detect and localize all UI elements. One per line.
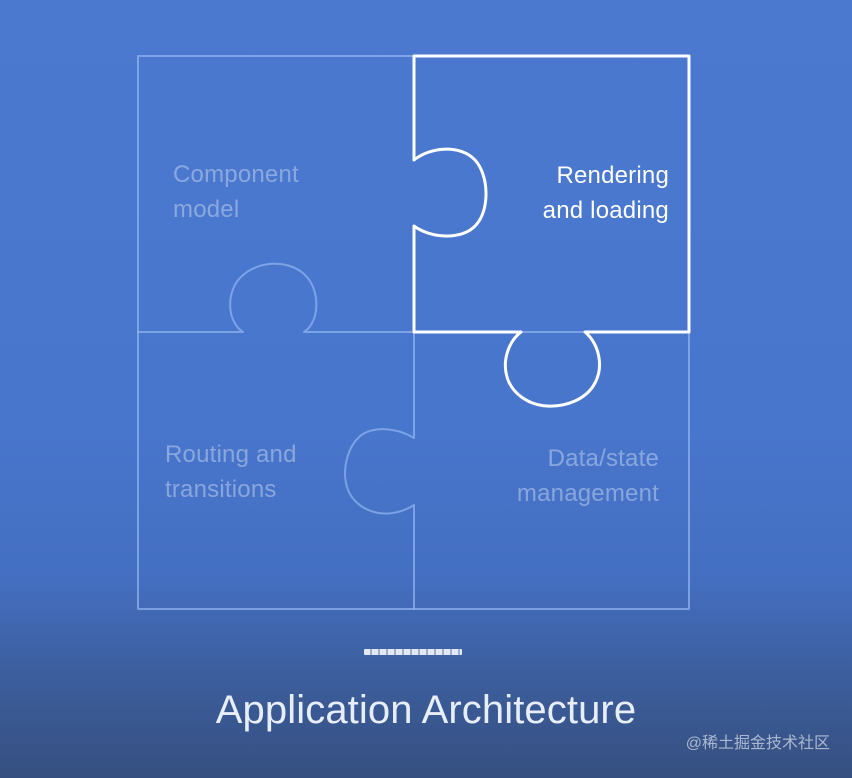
data-state-management-line-2: management <box>516 480 659 507</box>
routing-transitions-line-2: transitions <box>165 476 277 503</box>
rendering-loading-label: Rendering and loading <box>450 158 669 228</box>
component-routing-divider <box>137 262 415 333</box>
data-state-management-line-1: Data/state <box>547 445 659 472</box>
data-state-management-label: Data/state management <box>440 441 659 511</box>
rendering-loading-line-2: and loading <box>542 197 669 224</box>
slide-title: Application Architecture <box>215 688 637 732</box>
routing-data-divider <box>344 331 415 610</box>
component-model-label: Component model <box>173 157 393 227</box>
rendering-loading-line-1: Rendering <box>556 162 669 189</box>
title-divider <box>364 649 462 655</box>
rendering-loading-piece-outline <box>412 54 691 408</box>
watermark-text: @稀土掘金技术社区 <box>685 735 830 752</box>
component-model-line-2: model <box>173 196 240 223</box>
component-model-line-1: Component <box>173 161 299 188</box>
routing-transitions-label: Routing and transitions <box>165 437 385 507</box>
routing-transitions-line-1: Routing and <box>165 441 297 468</box>
